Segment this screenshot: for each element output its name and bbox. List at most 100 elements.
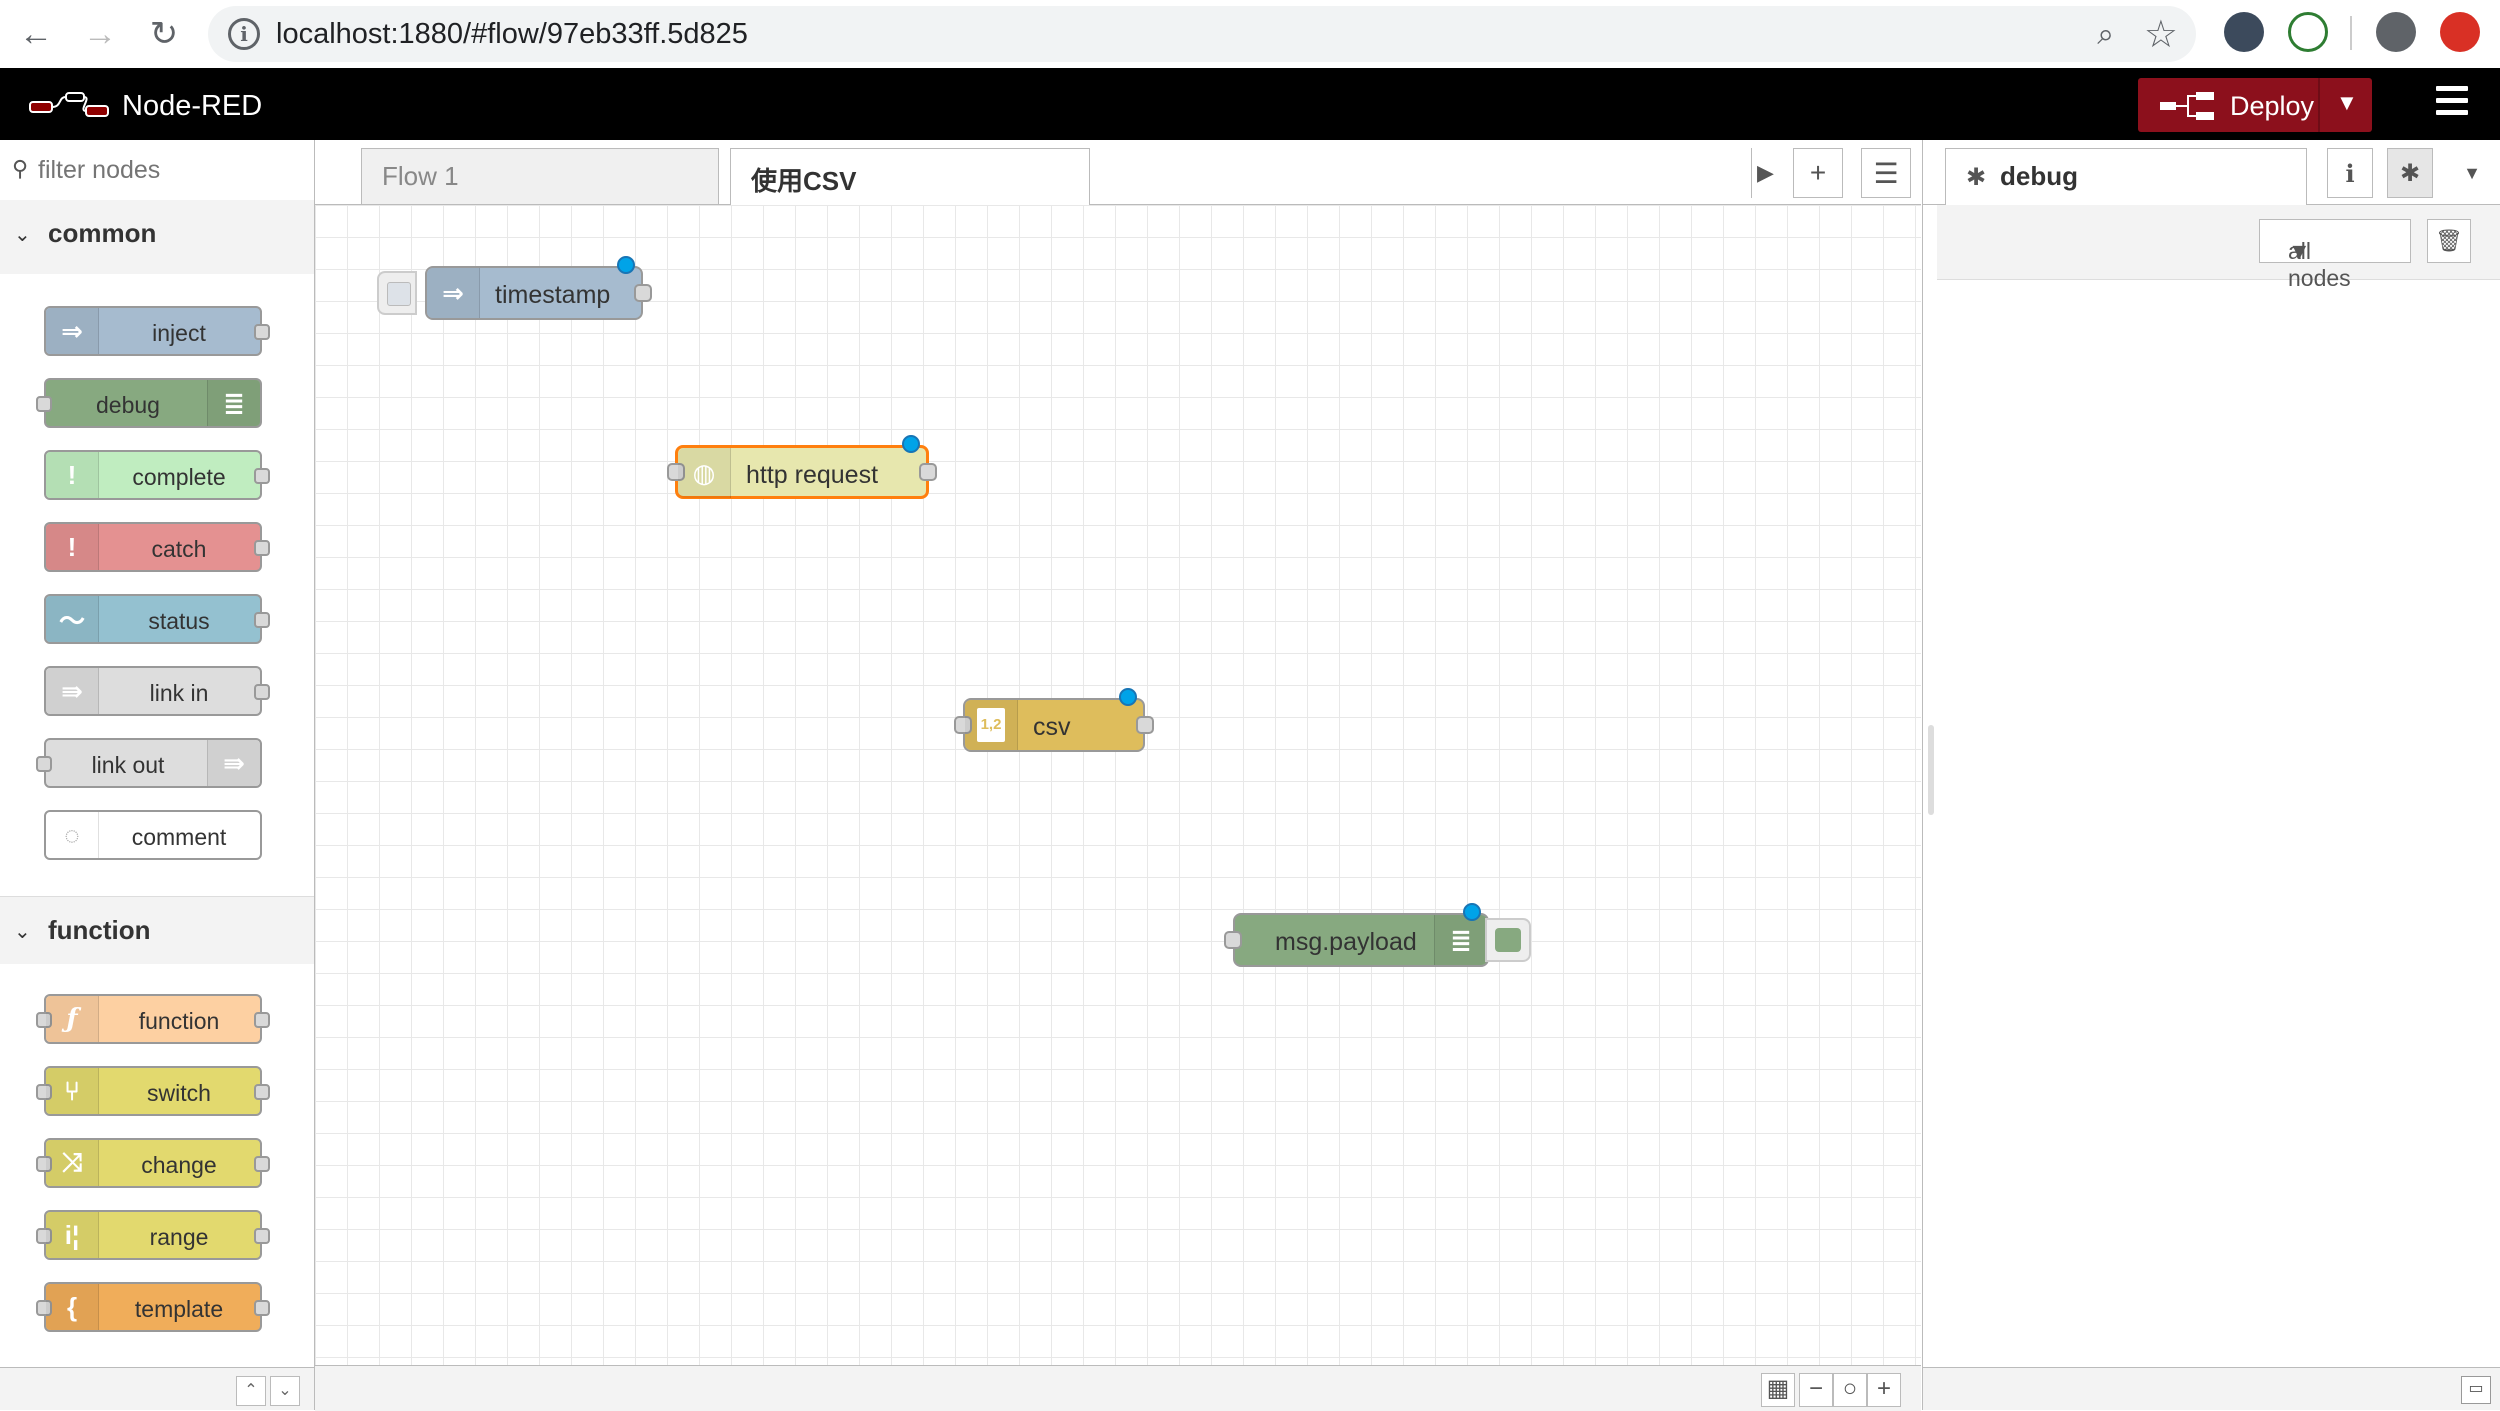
deploy-button[interactable]: Deploy ▼ [2138,78,2372,132]
output-port [254,324,270,340]
expand-all-icon[interactable]: ⌄ [270,1376,300,1406]
deploy-icon [2160,92,2214,120]
inject-arrow-icon: ⇒ [427,268,480,318]
debug-bug-icon[interactable]: ✱ [2387,148,2433,198]
add-flow-icon[interactable]: + [1793,148,1843,198]
browser-toolbar: ← → ↻ i localhost:1880/#flow/97eb33ff.5d… [0,0,2500,69]
input-port [36,396,52,412]
palette-node-function[interactable]: ƒ function [36,994,270,1044]
sidebar-menu-caret-icon[interactable]: ▼ [2449,148,2495,198]
search-icon: ⚲ [12,156,29,181]
flow-node-timestamp[interactable]: ⇒ timestamp [425,256,652,320]
palette-node-inject[interactable]: ⇒ inject [44,306,270,356]
palette-node-status[interactable]: 〜 status [44,594,270,644]
inject-arrow-icon: ⇒ [46,308,99,354]
category-body-function: ƒ function ⑂ switch ⤨ change i¦ range { … [0,964,314,1368]
palette-node-link-out[interactable]: link out ⇛ [36,738,262,788]
navigator-map-icon[interactable]: ▦ [1761,1373,1795,1407]
filter-nodes-input[interactable] [36,150,300,190]
extension-icon[interactable] [2224,12,2264,52]
canvas-footer: ▦ − ○ + [315,1365,1921,1411]
tab-flow-1[interactable]: Flow 1 [361,148,719,204]
changed-indicator [1463,903,1481,921]
toolbar-divider [2350,16,2352,50]
input-port [36,1156,52,1172]
flow-node-label: msg.payload [1275,928,1417,956]
update-icon[interactable] [2440,12,2480,52]
input-port [36,1300,52,1316]
flow-node-csv[interactable]: 1,2 csv [954,688,1154,752]
function-f-icon: ƒ [46,996,99,1042]
input-port[interactable] [954,716,972,734]
info-icon[interactable]: i [2327,148,2373,198]
output-port[interactable] [634,284,652,302]
trash-icon[interactable]: 🗑 [2427,219,2471,263]
zoom-reset-icon[interactable]: ○ [1833,1373,1867,1407]
output-port [254,1156,270,1172]
flow-node-msg-payload[interactable]: msg.payload ≣ [1224,903,1489,967]
globe-icon: ◍ [678,448,731,498]
palette-node-template[interactable]: { template [36,1282,270,1332]
palette-node-comment[interactable]: ◌ comment [44,810,262,860]
debug-list-icon: ≣ [1434,915,1487,965]
site-info-icon[interactable]: i [228,18,260,50]
url-text[interactable]: localhost:1880/#flow/97eb33ff.5d825 [276,18,748,50]
reload-icon[interactable]: ↻ [149,15,179,53]
inject-trigger-button[interactable] [377,271,417,315]
sidebar: ✱ debug i ✱ ▼ ▼ all nodes 🗑 ▭ [1922,140,2500,1410]
palette-node-label: inject [152,320,206,346]
category-title: common [48,218,157,248]
monitor-icon[interactable]: ▭ [2461,1376,2491,1404]
exclamation-icon: ! [46,524,99,570]
palette-node-label: comment [131,824,227,850]
zoom-out-icon[interactable]: − [1799,1373,1833,1407]
sidebar-splitter[interactable] [1928,725,1934,815]
chevron-down-icon: ⌄ [14,921,31,943]
sidebar-tab-label: debug [2000,161,2078,191]
palette-node-range[interactable]: i¦ range [36,1210,270,1260]
scroll-tabs-right-icon[interactable]: ▶ [1751,148,1779,198]
flow-list-icon[interactable]: ☰ [1861,148,1911,198]
link-arrow-icon: ⇛ [207,740,260,786]
category-header-common[interactable]: ⌄ common [0,200,314,268]
palette-node-switch[interactable]: ⑂ switch [36,1066,270,1116]
address-bar[interactable]: i localhost:1880/#flow/97eb33ff.5d825 ⌕ … [208,6,2196,62]
palette-node-link-in[interactable]: ⇛ link in [44,666,270,716]
tab-label: 使用CSV [751,166,857,196]
palette-node-debug[interactable]: debug ≣ [36,378,262,428]
forward-arrow-icon[interactable]: → [83,14,117,53]
input-port[interactable] [667,463,685,481]
filter-all-nodes-button[interactable]: ▼ all nodes [2259,219,2411,291]
node-palette: ⚲ ⌄ common ⇒ inject debug ≣ ! complete !… [0,140,315,1410]
output-port[interactable] [1136,716,1154,734]
palette-search: ⚲ [0,140,314,201]
filter-text: all nodes [2288,238,2351,291]
extension-leaf-icon[interactable] [2288,12,2328,52]
profile-avatar-icon[interactable] [2376,12,2416,52]
palette-node-catch[interactable]: ! catch [44,522,270,572]
flow-node-http-request[interactable]: ◍ http request [667,435,937,499]
tab-debug[interactable]: ✱ debug [1945,148,2307,205]
output-port [254,468,270,484]
category-header-function[interactable]: ⌄ function [0,896,314,965]
zoom-in-icon[interactable]: + [1867,1373,1901,1407]
hamburger-menu-icon[interactable] [2436,86,2468,122]
bookmark-star-icon[interactable]: ☆ [2143,14,2178,56]
output-port [254,684,270,700]
curly-brace-icon: { [46,1284,99,1330]
collapse-all-icon[interactable]: ⌃ [236,1376,266,1406]
caret-down-icon[interactable]: ▼ [2336,90,2358,115]
output-port [254,1228,270,1244]
input-port[interactable] [1224,931,1242,949]
palette-node-complete[interactable]: ! complete [44,450,270,500]
output-port[interactable] [919,463,937,481]
changed-indicator [617,256,635,274]
zoom-icon[interactable]: ⌕ [2097,18,2114,51]
palette-node-label: catch [151,536,207,562]
palette-node-change[interactable]: ⤨ change [36,1138,270,1188]
tab-csv[interactable]: 使用CSV [730,148,1090,205]
range-icon: i¦ [46,1212,99,1258]
flow-canvas[interactable]: ⇒ timestamp ◍ http request 1,2 csv msg.p… [315,205,1921,1365]
debug-toggle-button[interactable] [1485,918,1531,962]
back-arrow-icon[interactable]: ← [19,14,53,53]
